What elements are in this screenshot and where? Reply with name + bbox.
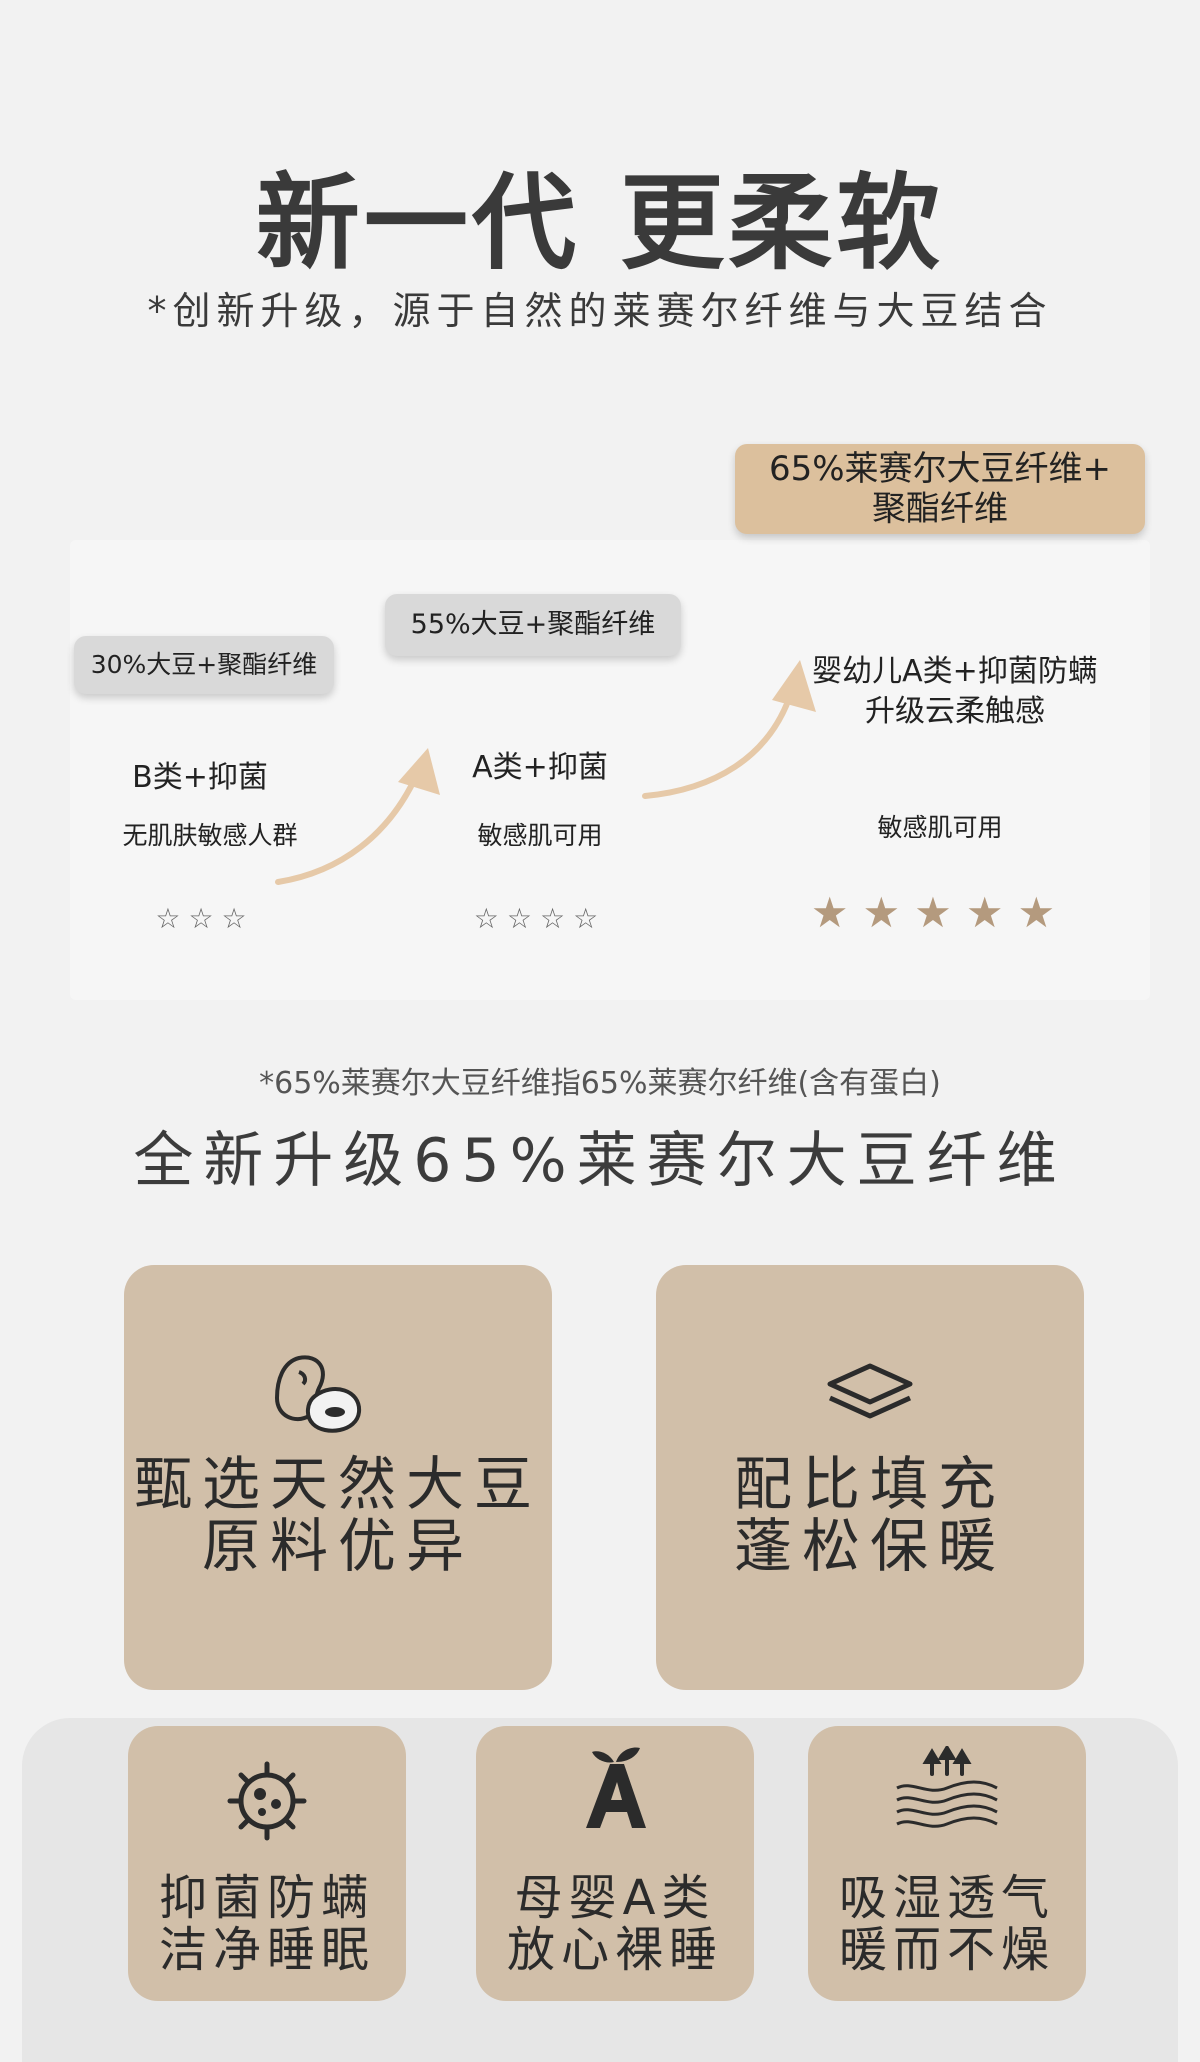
tier3-badge: 65%莱赛尔大豆纤维+ 聚酯纤维 xyxy=(735,444,1145,534)
arrow-tier2-to-tier3-icon xyxy=(642,660,816,799)
feature-germ-line2: 洁净睡眠 xyxy=(158,1922,375,1978)
feature-bean-line2: 原料优异 xyxy=(201,1512,474,1580)
page-subtitle: *创新升级，源于自然的莱赛尔纤维与大豆结合 xyxy=(147,289,1053,333)
feature-breath-line2: 暖而不燥 xyxy=(838,1922,1055,1978)
feature-card-infant-grade: 母婴A类 放心裸睡 xyxy=(476,1726,754,2001)
feature-infant-line2: 放心裸睡 xyxy=(506,1922,723,1978)
progress-arrows xyxy=(275,660,816,885)
feature-germ-line1: 抑菌防螨 xyxy=(158,1870,375,1926)
tier3-badge-line1: 65%莱赛尔大豆纤维+ xyxy=(768,449,1112,489)
feature-card-breathable: 吸湿透气 暖而不燥 xyxy=(808,1726,1086,2001)
tier1-rating-stars: ☆☆☆ xyxy=(155,902,255,935)
tier3-grade-line1: 婴幼儿A类+抑菌防螨 xyxy=(812,654,1098,689)
bean-icon xyxy=(274,1355,362,1433)
fiber-footnote: *65%莱赛尔大豆纤维指65%莱赛尔纤维(含有蛋白) xyxy=(259,1066,941,1101)
feature-breath-line1: 吸湿透气 xyxy=(838,1870,1055,1926)
tier1-grade: B类+抑菌 xyxy=(132,760,268,795)
feature-bean-line1: 甄选天然大豆 xyxy=(133,1450,542,1518)
feature-layers-line1: 配比填充 xyxy=(733,1450,1006,1518)
feature-card-layers: 配比填充 蓬松保暖 xyxy=(656,1265,1084,1690)
arrow-tier1-to-tier2-icon xyxy=(275,748,440,885)
feature-card-bean: 甄选天然大豆 原料优异 xyxy=(124,1265,552,1690)
tier2-suitability: 敏感肌可用 xyxy=(477,821,603,850)
feature-card-antibacterial: 抑菌防螨 洁净睡眠 xyxy=(128,1726,406,2001)
tier3-rating-stars: ★★★★★ xyxy=(810,888,1070,937)
tier3-suitability: 敏感肌可用 xyxy=(877,813,1003,842)
tier1-suitability: 无肌肤敏感人群 xyxy=(122,821,298,850)
layers-icon xyxy=(827,1363,913,1419)
tier1-badge: 30%大豆+聚酯纤维 xyxy=(74,636,334,694)
airflow-icon xyxy=(896,1746,998,1828)
germ-icon xyxy=(227,1761,307,1841)
tier2-grade: A类+抑菌 xyxy=(472,750,608,785)
a-class-icon xyxy=(586,1747,646,1828)
feature-infant-line1: 母婴A类 xyxy=(514,1870,716,1926)
feature-layers-line2: 蓬松保暖 xyxy=(733,1512,1006,1580)
tier3-grade-line2: 升级云柔触感 xyxy=(865,694,1045,729)
tier3-grade: 婴幼儿A类+抑菌防螨 升级云柔触感 xyxy=(780,652,1130,732)
tier3-badge-line2: 聚酯纤维 xyxy=(872,489,1008,529)
tier2-rating-stars: ☆☆☆☆ xyxy=(473,902,607,935)
page-title: 新一代 更柔软 xyxy=(255,162,945,284)
tier2-badge: 55%大豆+聚酯纤维 xyxy=(385,594,681,656)
upgrade-heading: 全新升级65%莱赛尔大豆纤维 xyxy=(133,1126,1067,1196)
